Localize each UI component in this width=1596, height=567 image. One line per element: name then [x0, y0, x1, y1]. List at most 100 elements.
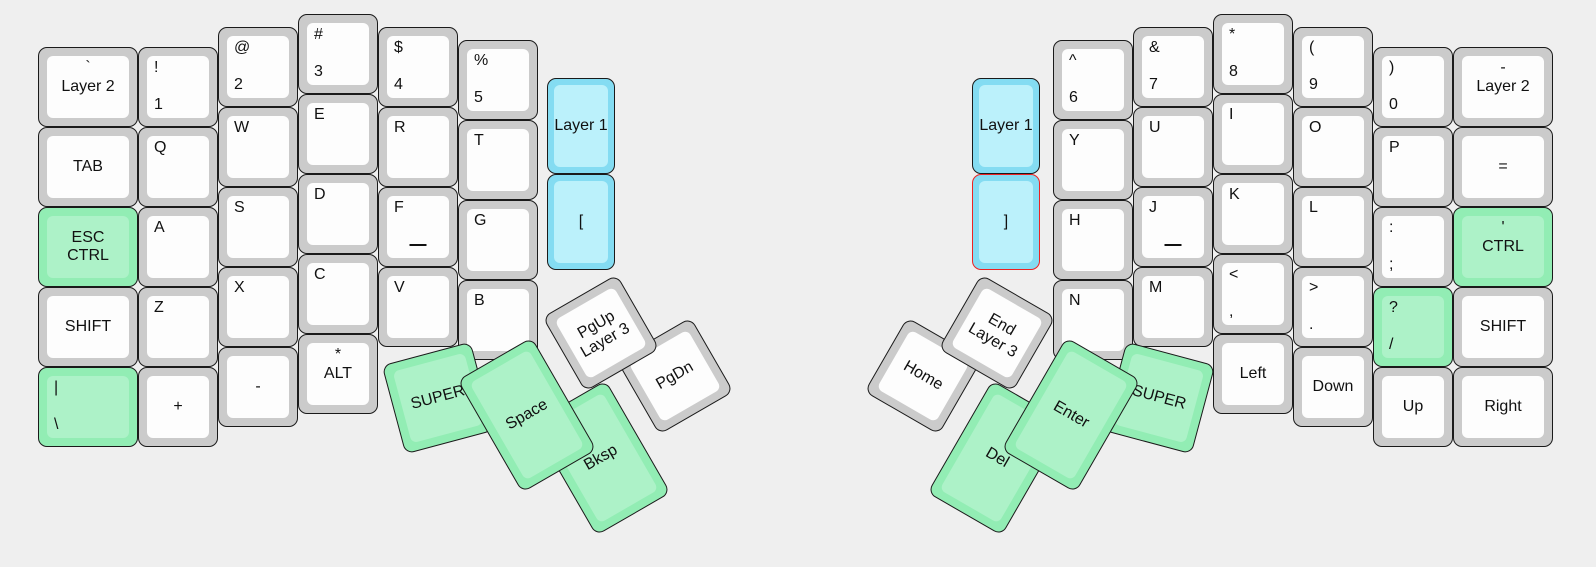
key-col-pinky-?[interactable]: ?/: [1373, 287, 1453, 367]
key-col-middle-k[interactable]: K: [1213, 174, 1293, 254]
key-col-index-inner-h[interactable]: H: [1053, 200, 1133, 280]
key-col-index-inner-g[interactable]: G: [458, 200, 538, 280]
key-col-thumb-reach-][interactable]: ]: [972, 174, 1040, 270]
keycap: SHIFT: [1462, 296, 1544, 358]
key-col-index-r[interactable]: R: [378, 107, 458, 187]
key-col-pinky-![interactable]: !1: [138, 47, 218, 127]
key-col-pinky-outer-right[interactable]: Right: [1453, 367, 1553, 447]
keycap: K: [1222, 183, 1284, 245]
key-col-middle-left[interactable]: Left: [1213, 334, 1293, 414]
key-col-ring-l[interactable]: L: [1293, 187, 1373, 267]
key-legend-shifted: >: [1309, 279, 1319, 296]
key-col-pinky-:[interactable]: :;: [1373, 207, 1453, 287]
key-col-ring-@[interactable]: @2: [218, 27, 298, 107]
key-col-ring--[interactable]: -: [218, 347, 298, 427]
keycap: B: [467, 289, 529, 351]
keycap: &7: [1142, 36, 1204, 98]
key-legend-base: /: [1389, 336, 1394, 354]
key-col-thumb-reach-layer-1[interactable]: Layer 1: [547, 78, 615, 174]
keycap: E: [307, 103, 369, 165]
keycap: @2: [227, 36, 289, 98]
key-col-pinky-+[interactable]: +: [138, 367, 218, 447]
keycap: -Layer 2: [1462, 56, 1544, 118]
key-col-middle-c[interactable]: C: [298, 254, 378, 334]
key-col-ring-s[interactable]: S: [218, 187, 298, 267]
key-col-thumb-reach-layer-1[interactable]: Layer 1: [972, 78, 1040, 174]
key-col-pinky-outer-shift[interactable]: SHIFT: [38, 287, 138, 367]
key-col-pinky-q[interactable]: Q: [138, 127, 218, 207]
key-col-pinky-p[interactable]: P: [1373, 127, 1453, 207]
key-col-index-m[interactable]: M: [1133, 267, 1213, 347]
key-col-ring-w[interactable]: W: [218, 107, 298, 187]
key-col-middle-<[interactable]: <,: [1213, 254, 1293, 334]
key-col-index-inner-y[interactable]: Y: [1053, 120, 1133, 200]
key-col-pinky-outer-tab[interactable]: TAB: [38, 127, 138, 207]
key-col-index-v[interactable]: V: [378, 267, 458, 347]
key-legend-shifted: O: [1309, 119, 1322, 136]
key-col-index-j[interactable]: J: [1133, 187, 1213, 267]
key-col-index-$[interactable]: $4: [378, 27, 458, 107]
key-legend-shifted: I: [1229, 106, 1234, 123]
key-legend-shifted: T: [474, 132, 484, 149]
key-legend-primary: Down: [1312, 378, 1354, 396]
key-col-pinky-outer-esc-ctrl[interactable]: ESC CTRL: [38, 207, 138, 287]
key-legend-primary: SHIFT: [1479, 318, 1527, 336]
key-col-pinky-outer-layer-2[interactable]: `Layer 2: [38, 47, 138, 127]
key-col-index-inner-t[interactable]: T: [458, 120, 538, 200]
key-legend-base: 6: [1069, 89, 1078, 107]
key-legend-primary: Enter: [1050, 397, 1093, 432]
key-col-pinky-outer-layer-2[interactable]: -Layer 2: [1453, 47, 1553, 127]
keycap: G: [467, 209, 529, 271]
key-col-ring-o[interactable]: O: [1293, 107, 1373, 187]
key-legend-base: \: [54, 416, 59, 434]
key-legend-shifted: P: [1389, 139, 1400, 156]
key-col-pinky-outer-shift[interactable]: SHIFT: [1453, 287, 1553, 367]
key-col-pinky-outer-|[interactable]: |\: [38, 367, 138, 447]
keycap: T: [467, 129, 529, 191]
keycap: Up: [1382, 376, 1444, 438]
key-col-middle-i[interactable]: I: [1213, 94, 1293, 174]
key-legend-shifted: D: [314, 186, 326, 203]
key-col-pinky-)[interactable]: )0: [1373, 47, 1453, 127]
key-col-ring-down[interactable]: Down: [1293, 347, 1373, 427]
key-legend-shifted: H: [1069, 212, 1081, 229]
key-legend-primary: +: [173, 398, 183, 416]
key-legend-shifted: F: [394, 199, 404, 216]
key-col-ring->[interactable]: >.: [1293, 267, 1373, 347]
key-col-middle-#[interactable]: #3: [298, 14, 378, 94]
key-legend-shifted: V: [394, 279, 405, 296]
key-legend-shifted: `: [85, 59, 91, 76]
key-legend-primary: ALT: [323, 365, 353, 383]
key-legend-base: 1: [154, 96, 163, 114]
key-col-ring-x[interactable]: X: [218, 267, 298, 347]
key-col-middle-d[interactable]: D: [298, 174, 378, 254]
key-col-middle-e[interactable]: E: [298, 94, 378, 174]
key-col-pinky-outer-ctrl[interactable]: 'CTRL: [1453, 207, 1553, 287]
key-col-index-inner-%[interactable]: %5: [458, 40, 538, 120]
key-legend-primary: End Layer 3: [965, 310, 1021, 362]
key-col-index-inner-^[interactable]: ^6: [1053, 40, 1133, 120]
key-col-ring-([interactable]: (9: [1293, 27, 1373, 107]
key-col-middle-*[interactable]: *8: [1213, 14, 1293, 94]
key-legend-shifted: %: [474, 52, 489, 69]
keycap: Left: [1222, 343, 1284, 405]
key-col-pinky-a[interactable]: A: [138, 207, 218, 287]
key-legend-primary: PgUp Layer 3: [574, 307, 633, 362]
key-col-pinky-up[interactable]: Up: [1373, 367, 1453, 447]
key-legend-primary: Up: [1402, 398, 1424, 416]
key-col-middle-alt[interactable]: *ALT: [298, 334, 378, 414]
key-legend-shifted: #: [314, 26, 323, 43]
key-col-index-f[interactable]: F: [378, 187, 458, 267]
key-legend-shifted: N: [1069, 292, 1081, 309]
key-legend-primary: ]: [1003, 213, 1009, 231]
key-col-thumb-reach-[[interactable]: [: [547, 174, 615, 270]
keycap: A: [147, 216, 209, 278]
key-legend-shifted: S: [234, 199, 245, 216]
key-col-pinky-outer-=[interactable]: =: [1453, 127, 1553, 207]
key-col-index-&[interactable]: &7: [1133, 27, 1213, 107]
key-col-index-u[interactable]: U: [1133, 107, 1213, 187]
keycap: [: [554, 181, 608, 263]
keycap: C: [307, 263, 369, 325]
key-col-pinky-z[interactable]: Z: [138, 287, 218, 367]
key-legend-shifted: X: [234, 279, 245, 296]
